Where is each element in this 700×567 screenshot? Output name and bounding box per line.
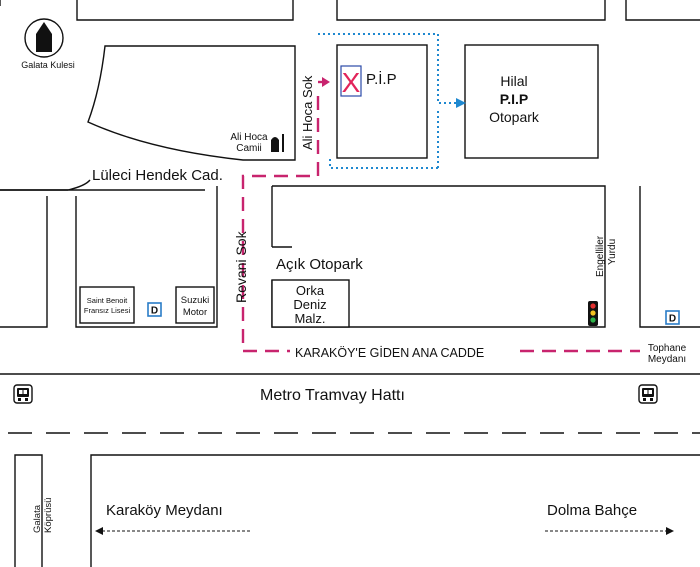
- mosque-icon: [271, 134, 284, 152]
- route-blue-arrow: [456, 98, 466, 108]
- tram-icon: [638, 384, 658, 404]
- orka-line2: Deniz: [293, 297, 326, 312]
- orka-box: [271, 279, 350, 328]
- block-luleci: [87, 45, 296, 161]
- hilal-label-line3: Otopark: [489, 109, 540, 125]
- street-edge-top: [76, 0, 294, 21]
- route-magenta: [241, 96, 640, 353]
- metro-tram-label: Metro Tramvay Hattı: [260, 387, 405, 404]
- block-bottom-left: [14, 454, 43, 567]
- route-blue: [318, 33, 457, 169]
- karakoy-arrowhead: [95, 527, 103, 535]
- hilal-parking-block: [464, 44, 599, 159]
- galata-bridge-line1: Galata: [32, 504, 43, 533]
- saint-benoit-line2: Fransız Lisesi: [84, 306, 131, 315]
- block-tophane: [639, 186, 700, 328]
- road-edge-luleci: [0, 179, 91, 191]
- pip-marker-box: [340, 65, 362, 97]
- dolmus-stop-icon: D: [147, 302, 162, 317]
- hilal-label-line2: P.I.P: [500, 91, 529, 107]
- suzuki-line2: Motor: [183, 307, 207, 318]
- dolmabahce-arrowhead: [666, 527, 674, 535]
- tophane-line1: Tophane: [648, 343, 687, 354]
- open-parking-label: Açık Otopark: [276, 256, 363, 273]
- engelliler-line2: Yurdu: [607, 239, 618, 265]
- tram-icon: [13, 384, 33, 404]
- pip-marker-x: X: [342, 67, 361, 98]
- hilal-label-line1: Hilal: [500, 73, 527, 89]
- road-edge-right-top: [625, 0, 700, 21]
- main-road-label: KARAKÖY'E GİDEN ANA CADDE: [295, 346, 484, 360]
- tophane-line2: Meydanı: [648, 354, 686, 365]
- street-edge-top-right: [336, 0, 606, 21]
- traffic-light-icon: [588, 301, 598, 326]
- tower-icon: [24, 18, 64, 58]
- pip-building: [336, 44, 428, 159]
- engelliler-line1: Engelliler: [595, 235, 606, 277]
- suzuki-box: [175, 286, 215, 324]
- block-left-middle: [0, 186, 218, 328]
- saint-benoit-box: [79, 286, 135, 324]
- mosque-label-line2: Camii: [236, 143, 262, 154]
- street-revani: Revani Sok: [233, 230, 249, 303]
- svg-text:D: D: [151, 306, 158, 317]
- karakoy-label: Karaköy Meydanı: [106, 502, 223, 519]
- galata-bridge-line2: Köprüsü: [43, 498, 54, 533]
- street-luleci-hendek: Lüleci Hendek Cad.: [92, 167, 223, 184]
- route-magenta-arrow: [322, 77, 330, 87]
- galata-tower-label: Galata Kulesi: [21, 60, 75, 70]
- street-ali-hoca: Ali Hoca Sok: [300, 75, 315, 150]
- dolmus-stop-icon: D: [665, 310, 680, 325]
- saint-benoit-line1: Saint Benoit: [87, 296, 128, 305]
- svg-text:D: D: [669, 314, 676, 325]
- mosque-label-line1: Ali Hoca: [230, 132, 268, 143]
- block-bottom-right: [90, 454, 700, 567]
- orka-line3: Malz.: [294, 311, 325, 326]
- dolmabahce-label: Dolma Bahçe: [547, 502, 637, 519]
- orka-line1: Orka: [296, 283, 325, 298]
- pip-sign: P.İ.P: [366, 70, 397, 88]
- suzuki-line1: Suzuki: [181, 295, 210, 306]
